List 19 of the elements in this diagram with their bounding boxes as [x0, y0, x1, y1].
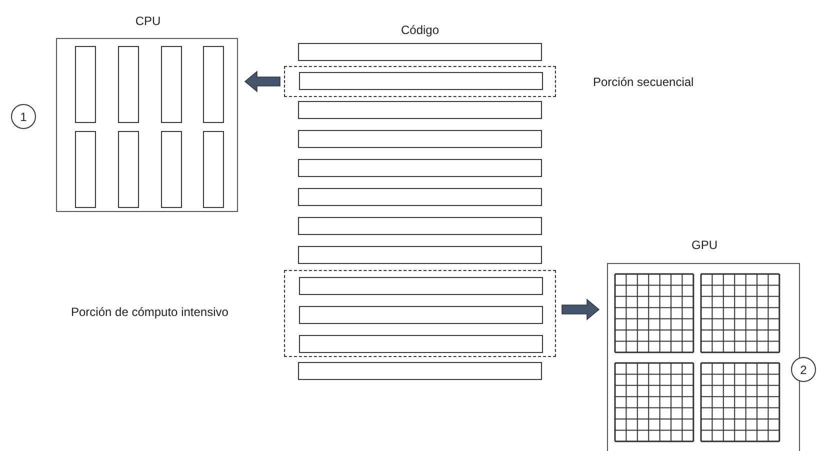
block-arrow — [562, 298, 600, 320]
region-label: Porción de cómputo intensivo — [71, 304, 230, 320]
chip-title: GPU — [690, 237, 718, 253]
code-line-bar — [299, 306, 543, 324]
code-line-bar — [299, 335, 543, 353]
block-arrow — [244, 70, 280, 92]
code-line-bar — [298, 159, 542, 177]
code-line-bar — [298, 217, 542, 235]
code-line-bar — [298, 130, 542, 148]
code-line-bar — [298, 246, 542, 264]
code-line-bar — [298, 362, 542, 380]
code-line-bar — [299, 72, 543, 90]
code-line-bar — [298, 188, 542, 206]
code-line-bar — [298, 101, 542, 119]
code-line-bar — [299, 277, 543, 295]
chip-title: CPU — [134, 13, 162, 29]
column-title: Código — [400, 22, 440, 38]
code-line-bar — [298, 43, 542, 61]
region-label: Porción secuencial — [593, 74, 695, 90]
